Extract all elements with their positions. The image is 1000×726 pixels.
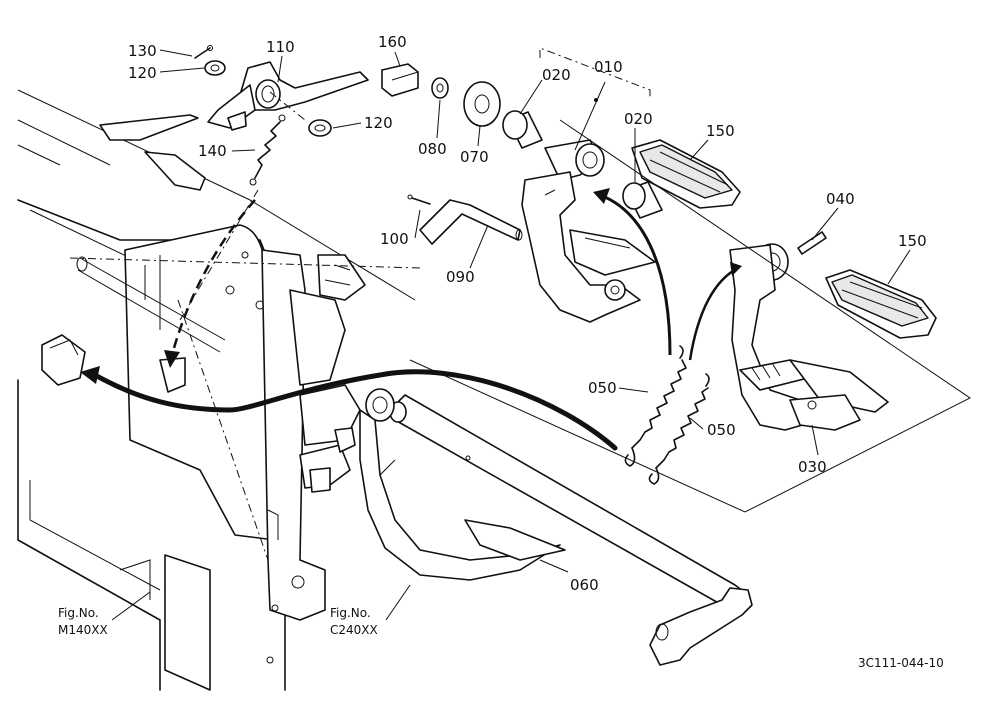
label-080: 080 [418,140,447,158]
label-130: 130 [128,42,157,60]
part-labels: 130 120 110 160 120 140 080 070 020 010 … [128,33,927,594]
label-030: 030 [798,458,827,476]
lower-pedal [359,388,566,581]
label-020-left: 020 [542,66,571,84]
figure-references: Fig.No. M140XX Fig.No. C240XX [58,606,378,637]
group-bracket [539,47,651,100]
pedal-treads [631,139,937,339]
label-150-top: 150 [706,122,735,140]
label-050-right: 050 [707,421,736,439]
label-050-left: 050 [588,379,617,397]
label-060: 060 [570,576,599,594]
drawing-code: 3C111-044-10 [858,656,944,670]
springs-050 [624,345,710,485]
label-120-lower: 120 [364,114,393,132]
shaft-060 [389,394,753,666]
fig-ref-c240-title: Fig.No. [330,606,371,620]
rod-090 [407,194,523,245]
label-100: 100 [380,230,409,248]
label-150-right: 150 [898,232,927,250]
label-040: 040 [826,190,855,208]
label-120-top: 120 [128,64,157,82]
label-140: 140 [198,142,227,160]
leader-lines [111,49,911,621]
label-010: 010 [594,58,623,76]
pedal-030 [729,243,889,431]
assembly-arrows [80,188,742,451]
fig-ref-m140-code: M140XX [58,623,108,637]
assembly-boundary [409,119,971,513]
frame-housing [17,89,421,691]
pedal-assembly-010 [521,139,656,323]
fig-ref-m140-title: Fig.No. [58,606,99,620]
label-110: 110 [266,38,295,56]
fig-ref-c240-code: C240XX [330,623,378,637]
label-090: 090 [446,268,475,286]
label-020-right: 020 [624,110,653,128]
washers-bushes [431,77,827,255]
label-160: 160 [378,33,407,51]
lever-assembly [179,45,419,321]
label-070: 070 [460,148,489,166]
